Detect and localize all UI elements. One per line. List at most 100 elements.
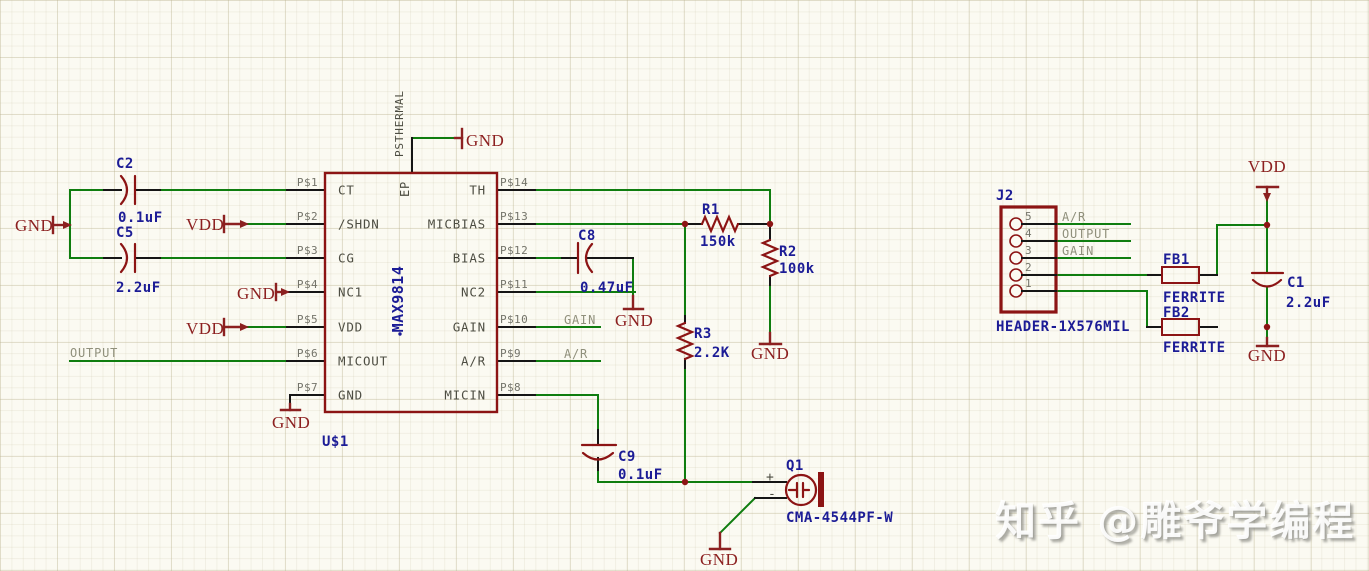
- ref-q1: Q1: [786, 458, 804, 474]
- ic-pin-name-nc1: NC1: [338, 285, 363, 300]
- ref-j2: J2: [996, 188, 1014, 204]
- header-pin-circle: [1009, 217, 1023, 231]
- ic-pin-number: P$5: [297, 313, 318, 326]
- value-q1: CMA-4544PF-W: [786, 510, 893, 526]
- header-pin-number: 1: [1025, 277, 1032, 290]
- supply-gnd: GND: [237, 284, 275, 303]
- supply-gnd: GND: [1248, 346, 1286, 365]
- net-ar: A/R: [1062, 210, 1086, 224]
- ref-u1: U$1: [322, 434, 349, 450]
- header-pin-number: 5: [1025, 210, 1032, 223]
- net-gain: GAIN: [564, 313, 596, 327]
- ic-pin-number: P$13: [500, 210, 528, 223]
- supply-vdd: VDD: [1248, 157, 1286, 176]
- ref-c8: C8: [578, 228, 596, 244]
- ref-fb1: FB1: [1163, 252, 1190, 268]
- ferrite-fb2-body: [1161, 318, 1200, 336]
- value-fb1: FERRITE: [1163, 290, 1226, 306]
- capacitor-c5-curved-plate: [119, 242, 129, 274]
- resistor-r2-zigzag: [760, 238, 780, 278]
- ic-pin-ep: EP: [398, 181, 412, 197]
- ref-c1: C1: [1287, 275, 1305, 291]
- resistor-r1-zigzag: [700, 214, 740, 234]
- supply-gnd: GND: [272, 413, 310, 432]
- microphone-body: [784, 473, 818, 507]
- wire-net: [718, 496, 757, 535]
- supply-connection-arrow: [1263, 193, 1271, 202]
- junction-dot: [681, 478, 689, 486]
- supply-gnd: GND: [700, 550, 738, 569]
- capacitor-c2-curved-plate: [119, 174, 129, 206]
- ic-pin-number: P$8: [500, 381, 521, 394]
- supply-vdd: VDD: [186, 319, 224, 338]
- ic-pin-name-gain: GAIN: [453, 320, 486, 335]
- value-c5: 2.2uF: [116, 280, 161, 296]
- value-c8: 0.47uF: [580, 280, 634, 296]
- watermark: 知乎 @雕爷学编程: [995, 497, 1356, 545]
- ic-pin-name-micin: MICIN: [444, 388, 486, 403]
- ref-fb2: FB2: [1163, 305, 1190, 321]
- ref-c9: C9: [618, 449, 636, 465]
- ref-r1: R1: [702, 202, 720, 218]
- supply-connection-arrow: [63, 221, 72, 229]
- ic-pin-name-bias: BIAS: [453, 251, 486, 266]
- header-pin-number: 2: [1025, 261, 1032, 274]
- net-gain: GAIN: [1062, 244, 1094, 258]
- header-pin-circle: [1009, 234, 1023, 248]
- capacitor-c1-curved-plate: [1251, 278, 1283, 288]
- header-pin-circle: [1009, 251, 1023, 265]
- ic-pin-name-th: TH: [469, 183, 486, 198]
- junction-dot: [766, 220, 774, 228]
- mic-plus-terminal: +: [766, 470, 775, 485]
- ic-pin-number: P$11: [500, 278, 528, 291]
- mic-minus-terminal: -: [768, 487, 777, 502]
- value-j2: HEADER-1X576MIL: [996, 319, 1130, 335]
- ic-pin-number: P$1: [297, 176, 318, 189]
- ic-pin-name-micbias: MICBIAS: [428, 217, 486, 232]
- ic-pin-number: P$4: [297, 278, 318, 291]
- ic-pin-number: P$7: [297, 381, 318, 394]
- value-r3: 2.2K: [694, 345, 730, 361]
- value-c9: 0.1uF: [618, 467, 663, 483]
- net-output: OUTPUT: [70, 346, 118, 360]
- supply-connection-arrow: [240, 220, 249, 228]
- capacitor-c9-curved-plate: [581, 451, 615, 461]
- ic-pin-name-gnd: GND: [338, 388, 363, 403]
- ref-r2: R2: [779, 244, 797, 260]
- supply-connection-arrow: [240, 323, 249, 331]
- supply-vdd: VDD: [186, 215, 224, 234]
- header-pin-circle: [1009, 268, 1023, 282]
- supply-connection-arrow: [281, 288, 290, 296]
- header-pin-circle: [1009, 284, 1023, 298]
- ic-pin-number: P$2: [297, 210, 318, 223]
- net-psthermal: PSTHERMAL: [393, 90, 406, 157]
- microphone-inner-symbol: [787, 481, 811, 499]
- supply-gnd: GND: [751, 344, 789, 363]
- ic-pin-number: P$3: [297, 244, 318, 257]
- value-r1: 150k: [700, 234, 736, 250]
- ic-pin-number: P$6: [297, 347, 318, 360]
- ic-body-max9814: [323, 171, 499, 414]
- net-output: OUTPUT: [1062, 227, 1110, 241]
- ferrite-fb1-body: [1161, 266, 1200, 284]
- ic-pin-name-cg: CG: [338, 251, 355, 266]
- junction-dot: [1263, 323, 1271, 331]
- value-c2: 0.1uF: [118, 210, 163, 226]
- ref-r3: R3: [694, 326, 712, 342]
- ref-c2: C2: [116, 156, 134, 172]
- ic-value-dot: [398, 332, 402, 336]
- value-r2: 100k: [779, 261, 815, 277]
- supply-gnd: GND: [15, 216, 53, 235]
- supply-gnd: GND: [615, 311, 653, 330]
- microphone-plate-bar: [818, 472, 824, 507]
- supply-gnd: GND: [466, 131, 504, 150]
- header-j2-body: [999, 205, 1058, 314]
- net-ar: A/R: [564, 347, 588, 361]
- header-pin-number: 3: [1025, 244, 1032, 257]
- ic-pin-number: P$12: [500, 244, 528, 257]
- junction-dot: [1263, 221, 1271, 229]
- value-c1: 2.2uF: [1286, 295, 1331, 311]
- junction-dot: [681, 220, 689, 228]
